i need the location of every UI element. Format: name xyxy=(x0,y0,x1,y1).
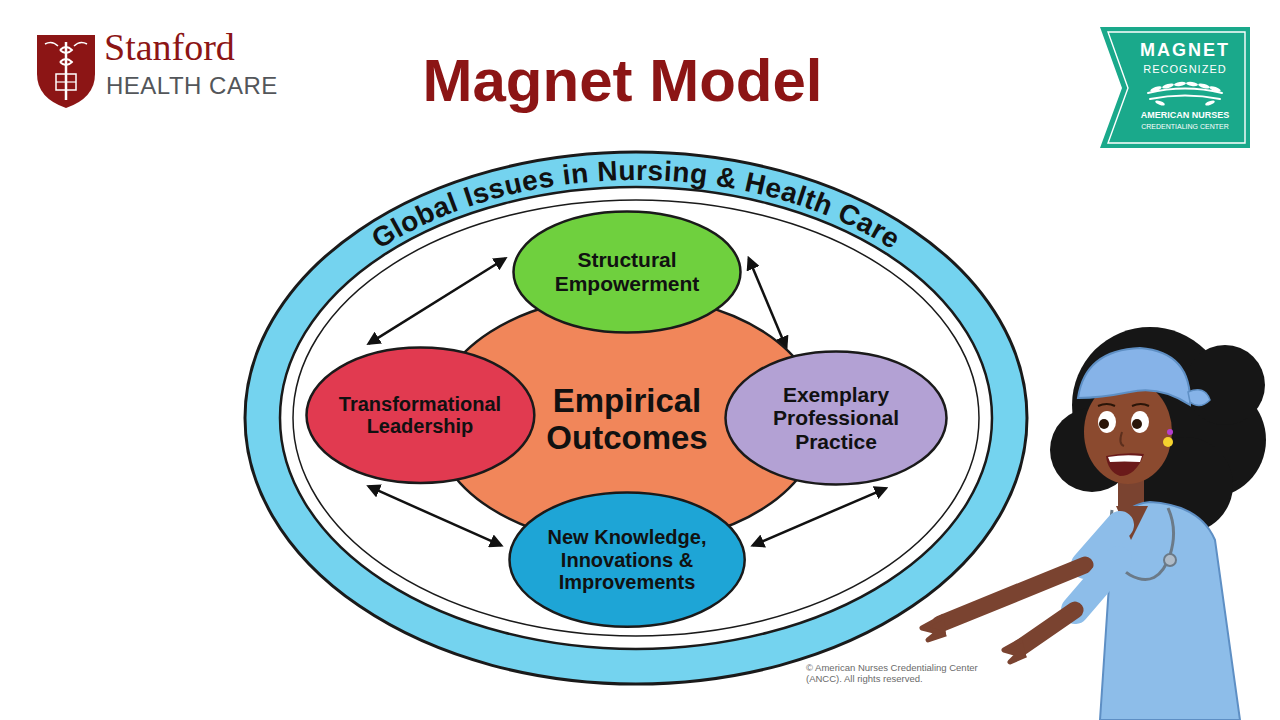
outer-band: Global Issues in Nursing & Health CareSt… xyxy=(243,150,1029,686)
badge-title: MAGNET xyxy=(1125,40,1245,61)
node-label: Exemplary Professional Practice xyxy=(756,383,916,454)
title-slot: Magnet Model xyxy=(380,46,865,115)
component-ellipse: Structural Empowerment xyxy=(512,210,742,334)
label-slot: RECOGNIZED xyxy=(1125,63,1245,76)
double-arrow xyxy=(369,258,505,343)
node-text-group: Transformational Leadership xyxy=(320,393,520,438)
label-slot: AMERICAN NURSES xyxy=(1125,110,1245,120)
label-slot: CREDENTIALING CENTER xyxy=(1125,123,1245,131)
badge-subtitle: RECOGNIZED xyxy=(1125,63,1245,76)
center-label: Empirical Outcomes xyxy=(532,383,722,457)
node-text-group: Empirical Outcomes xyxy=(532,383,722,457)
node-label: Transformational Leadership xyxy=(320,393,520,438)
label-slot: MAGNET xyxy=(1125,40,1245,61)
node-text-group: Exemplary Professional Practice xyxy=(756,383,916,454)
badge-org: CREDENTIALING CENTER xyxy=(1125,123,1245,131)
label-slot: Stanford xyxy=(104,26,304,70)
component-ellipse: New Knowledge, Innovations & Improvement… xyxy=(508,491,746,628)
copyright-note: © American Nurses Credentialing Center (… xyxy=(806,663,998,685)
logo-subtitle: HEALTH CARE xyxy=(106,72,306,100)
node-text-group: New Knowledge, Innovations & Improvement… xyxy=(534,526,719,593)
stanford-shield xyxy=(37,35,95,108)
node-label: New Knowledge, Innovations & Improvement… xyxy=(534,526,719,593)
logo-wordmark: Stanford xyxy=(104,26,304,70)
component-ellipse: Exemplary Professional Practice xyxy=(724,350,948,486)
component-ellipse: Transformational Leadership xyxy=(305,346,536,484)
page-title: Magnet Model xyxy=(380,46,865,115)
label-slot: HEALTH CARE xyxy=(106,72,306,100)
magnet-badge xyxy=(1100,27,1250,148)
label-slot: © American Nurses Credentialing Center (… xyxy=(806,663,998,685)
badge-org: AMERICAN NURSES xyxy=(1125,110,1245,120)
node-text-group: Structural Empowerment xyxy=(545,248,710,295)
node-label: Structural Empowerment xyxy=(545,248,710,295)
